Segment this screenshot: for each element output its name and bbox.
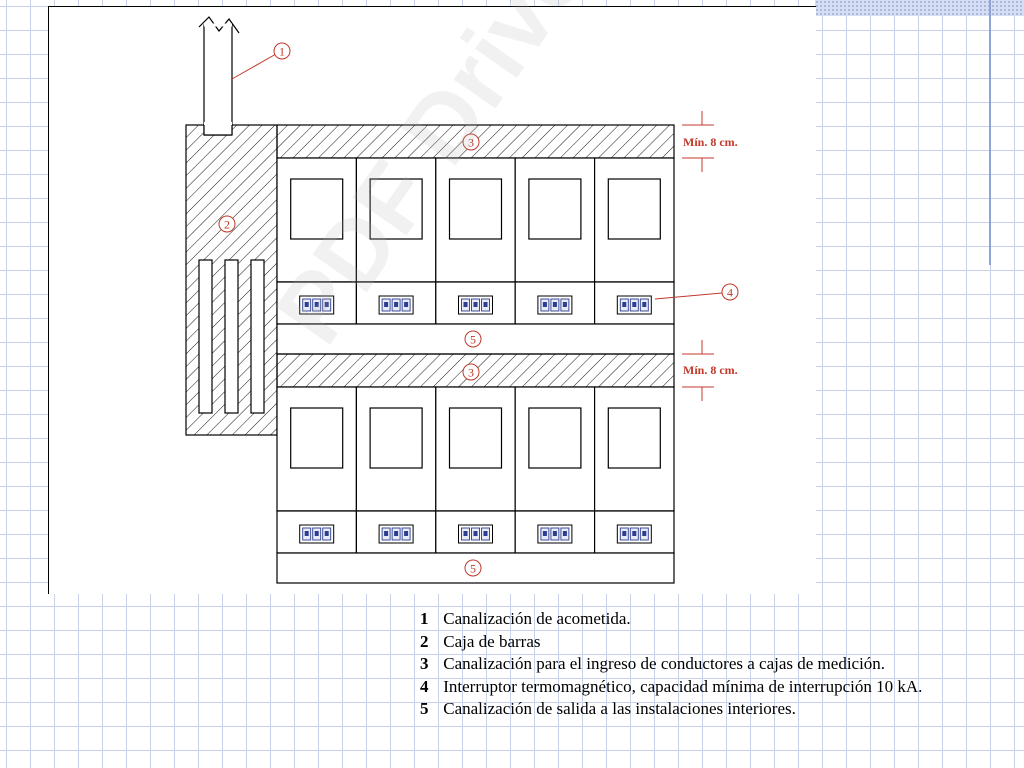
breaker-icon xyxy=(299,524,335,544)
breaker-icon xyxy=(378,295,414,315)
dimension-label-bottom: Mín. 8 cm. xyxy=(683,363,738,377)
breaker-icon xyxy=(378,524,414,544)
corner-pattern xyxy=(815,0,1024,16)
legend-number: 2 xyxy=(420,631,429,651)
dimension-marker-bottom xyxy=(682,340,714,401)
breaker-icon xyxy=(616,295,652,315)
legend-item-4: 4 Interruptor termomagnético, capacidad … xyxy=(420,676,922,699)
busbar-1 xyxy=(198,259,213,414)
callout-3-top: 3 xyxy=(462,133,480,151)
callout-5-top: 5 xyxy=(464,330,482,348)
drawing-panel: 1 2 3 3 4 5 5 xyxy=(48,6,816,594)
callout-2: 2 xyxy=(218,215,236,233)
legend-text: Canalización de salida a las instalacion… xyxy=(443,699,796,718)
meter-window xyxy=(528,178,582,240)
breaker-icon xyxy=(616,524,652,544)
callout-5-top-label: 5 xyxy=(470,333,476,347)
meter-window xyxy=(369,178,423,240)
dimension-label-top: Mín. 8 cm. xyxy=(683,135,738,149)
meter-window xyxy=(607,178,661,240)
legend-text: Canalización para el ingreso de conducto… xyxy=(443,654,886,673)
upper-meter-row xyxy=(276,157,675,325)
breaker-icon xyxy=(458,524,493,544)
callout-5-bottom-label: 5 xyxy=(470,562,476,576)
meter-cell xyxy=(435,157,516,325)
lower-meter-row xyxy=(276,386,675,554)
meter-cell xyxy=(593,386,675,554)
legend-item-1: 1 Canalización de acometida. xyxy=(420,608,922,631)
meter-window xyxy=(290,178,344,240)
meter-cell xyxy=(593,157,675,325)
meter-cell xyxy=(514,157,596,325)
acometida-conduit xyxy=(198,16,240,136)
slide-accent-line xyxy=(989,0,991,265)
breaker-icon xyxy=(537,524,573,544)
callout-3-bottom: 3 xyxy=(462,363,480,381)
callout-2-label: 2 xyxy=(224,218,230,232)
callout-3-top-label: 3 xyxy=(468,136,474,150)
callout-4-label: 4 xyxy=(727,286,733,300)
meter-cell xyxy=(276,386,358,554)
meter-cell xyxy=(276,157,358,325)
meter-window xyxy=(290,407,344,469)
legend-item-3: 3 Canalización para el ingreso de conduc… xyxy=(420,653,922,676)
legend-number: 5 xyxy=(420,699,429,718)
callout-3-bottom-label: 3 xyxy=(468,366,474,380)
callout-5-bottom: 5 xyxy=(464,559,482,577)
breaker-icon xyxy=(537,295,573,315)
legend-item-5: 5 Canalización de salida a las instalaci… xyxy=(420,698,922,721)
meter-board-diagram: 1 2 3 3 4 5 5 xyxy=(185,16,739,584)
legend-text: Canalización de acometida. xyxy=(443,609,631,628)
meter-cell xyxy=(355,157,437,325)
callout-1-label: 1 xyxy=(279,45,285,59)
callout-1: 1 xyxy=(231,42,291,80)
busbar-2 xyxy=(224,259,239,414)
dimension-marker-top xyxy=(682,111,714,172)
legend: 1 Canalización de acometida. 2 Caja de b… xyxy=(420,608,922,721)
meter-window xyxy=(448,178,503,240)
busbar-3 xyxy=(250,259,265,414)
legend-text: Caja de barras xyxy=(443,631,541,651)
breaker-icon xyxy=(458,295,493,315)
meter-window xyxy=(369,407,423,469)
legend-item-2: 2 Caja de barras xyxy=(420,631,922,654)
breaker-icon xyxy=(299,295,335,315)
legend-number: 4 xyxy=(420,676,429,696)
legend-number: 1 xyxy=(420,609,429,628)
meter-window xyxy=(448,407,503,469)
meter-window xyxy=(528,407,582,469)
meter-cell xyxy=(514,386,596,554)
legend-number: 3 xyxy=(420,654,429,673)
legend-text: Interruptor termomagnético, capacidad mí… xyxy=(443,676,923,696)
meter-cell xyxy=(435,386,516,554)
meter-cell xyxy=(355,386,437,554)
callout-4: 4 xyxy=(654,283,739,301)
meter-window xyxy=(607,407,661,469)
busbar-box xyxy=(185,122,278,436)
